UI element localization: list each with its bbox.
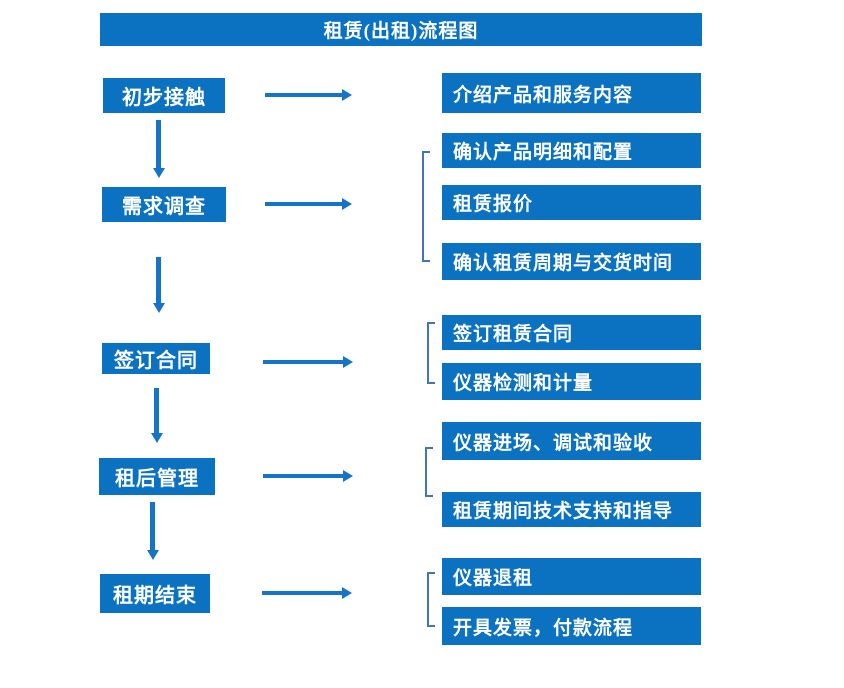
arrow-head-icon bbox=[342, 587, 352, 599]
arrow-shaft bbox=[262, 591, 342, 595]
bracket-sign-contract-group bbox=[427, 322, 435, 384]
output-box-confirm-product-details: 确认产品明细和配置 bbox=[442, 133, 701, 168]
arrow-head-icon bbox=[152, 303, 165, 313]
arrow-head-icon bbox=[150, 433, 163, 443]
stage-box-post-rental-management: 租后管理 bbox=[99, 458, 215, 495]
down-arrow-4 bbox=[146, 502, 159, 560]
right-arrow-5 bbox=[262, 587, 352, 599]
output-box-introduce-products: 介绍产品和服务内容 bbox=[442, 73, 701, 113]
arrow-shaft bbox=[265, 202, 342, 206]
arrow-shaft bbox=[156, 120, 161, 168]
stage-box-sign-contract: 签订合同 bbox=[102, 343, 210, 374]
arrow-head-icon bbox=[146, 550, 159, 560]
arrow-shaft bbox=[156, 257, 161, 303]
output-box-invoice-payment: 开具发票，付款流程 bbox=[442, 607, 701, 645]
down-arrow-2 bbox=[152, 257, 165, 313]
output-box-confirm-rental-period: 确认租赁周期与交货时间 bbox=[442, 243, 701, 280]
arrow-shaft bbox=[263, 360, 343, 364]
flowchart-title: 租赁(出租)流程图 bbox=[100, 13, 702, 46]
down-arrow-3 bbox=[150, 388, 163, 443]
output-box-instrument-testing: 仪器检测和计量 bbox=[442, 363, 701, 400]
stage-box-rental-end: 租期结束 bbox=[100, 574, 210, 613]
arrow-head-icon bbox=[342, 198, 352, 210]
stage-box-demand-survey: 需求调查 bbox=[102, 187, 226, 222]
arrow-head-icon bbox=[342, 89, 352, 101]
arrow-head-icon bbox=[343, 470, 353, 482]
output-box-instrument-setup-acceptance: 仪器进场、调试和验收 bbox=[442, 422, 701, 460]
arrow-shaft bbox=[154, 388, 159, 433]
arrow-head-icon bbox=[152, 168, 165, 178]
bracket-demand-survey-group bbox=[422, 151, 430, 262]
output-box-instrument-return: 仪器退租 bbox=[442, 558, 701, 595]
output-box-technical-support: 租赁期间技术支持和指导 bbox=[442, 492, 701, 527]
output-box-rental-quotation: 租赁报价 bbox=[442, 185, 701, 220]
bracket-rental-end-group bbox=[427, 572, 435, 627]
arrow-shaft bbox=[265, 93, 342, 97]
right-arrow-3 bbox=[263, 356, 353, 368]
right-arrow-1 bbox=[265, 89, 352, 101]
arrow-shaft bbox=[263, 474, 343, 478]
right-arrow-4 bbox=[263, 470, 353, 482]
arrow-shaft bbox=[150, 502, 155, 550]
arrow-head-icon bbox=[343, 356, 353, 368]
stage-box-initial-contact: 初步接触 bbox=[103, 78, 225, 113]
output-box-sign-rental-contract: 签订租赁合同 bbox=[442, 315, 701, 350]
bracket-post-rental-group bbox=[425, 447, 433, 497]
down-arrow-1 bbox=[152, 120, 165, 178]
right-arrow-2 bbox=[265, 198, 352, 210]
